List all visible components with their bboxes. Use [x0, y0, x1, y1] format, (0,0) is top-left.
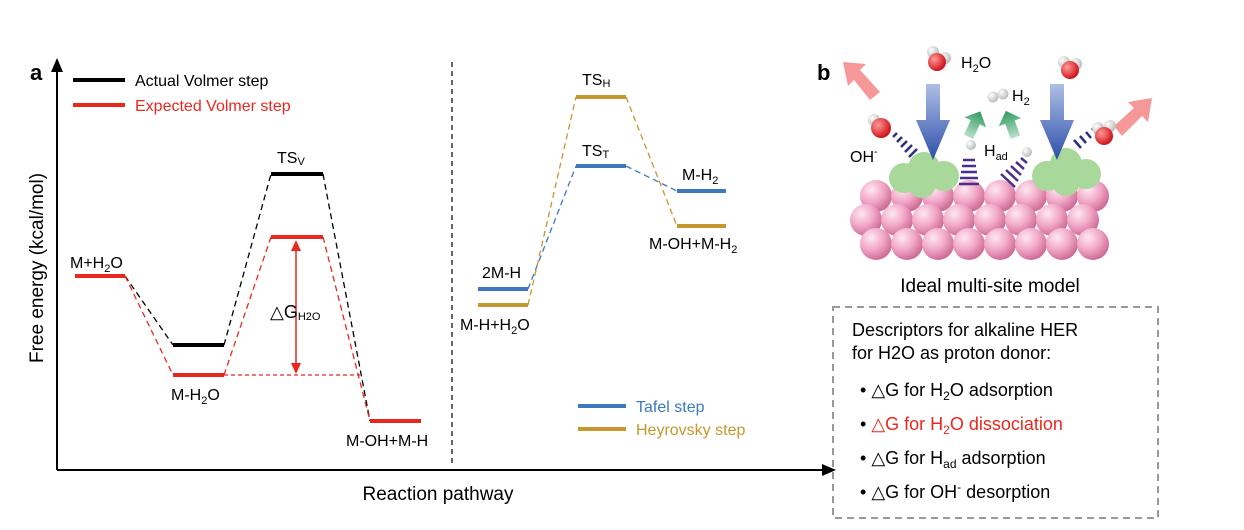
- surface-sphere: [922, 228, 954, 260]
- label-delta-g: △GH2O: [270, 302, 321, 323]
- surface-sphere: [1077, 228, 1109, 260]
- label-mh-h2o: M-H+H2O: [460, 317, 530, 337]
- descriptor-box: [832, 306, 1159, 519]
- surface-sphere: [860, 228, 892, 260]
- surface-sphere: [984, 180, 1016, 212]
- h-adsorbed-atom-right: [1022, 147, 1032, 157]
- label-start-state: M+H2O: [70, 255, 123, 275]
- connector-heyrovsky-1: [527, 96, 577, 306]
- descriptor-item-h2o-adsorption: • △G for H2O adsorption: [860, 380, 1053, 403]
- surface-sphere: [1067, 204, 1099, 236]
- descriptor-title-line-2: for H2O as proton donor:: [852, 343, 1051, 363]
- legend-tafel-label: Tafel step: [636, 399, 705, 416]
- model-caption: Ideal multi-site model: [900, 276, 1080, 297]
- x-axis-title: Reaction pathway: [362, 484, 514, 505]
- y-axis-title: Free energy (kcal/mol): [27, 173, 48, 363]
- y-axis-arrowhead: [51, 58, 63, 72]
- label-moh-mh: M-OH+M-H: [346, 433, 428, 450]
- surface-sphere: [912, 204, 944, 236]
- label-mh2: M-H2: [682, 167, 718, 187]
- label-tst: TST: [582, 143, 609, 161]
- h2o-adsorption-arrow-right: [1040, 84, 1074, 160]
- active-sites: [889, 148, 1101, 198]
- surface-sphere: [850, 204, 882, 236]
- panel-b-letter: b: [817, 60, 830, 85]
- panel-a-letter: a: [30, 60, 43, 85]
- surface-sphere: [1005, 204, 1037, 236]
- label-tsh: TSH: [582, 72, 610, 90]
- descriptor-list: • △G for H2O adsorption • △G for H2O dis…: [860, 380, 1063, 502]
- h2-release-arrow-left: [963, 111, 987, 139]
- x-axis-arrowhead: [822, 464, 836, 476]
- h2o-desorption-arrow: [1114, 98, 1152, 136]
- connector-red-2: [223, 236, 272, 376]
- connector-black-3: [322, 173, 371, 422]
- bond-h-site-left: [959, 158, 979, 186]
- legend-actual-label: Actual Volmer step: [135, 73, 269, 90]
- label-h2: H2: [1012, 88, 1030, 108]
- label-h-ad: Had: [984, 143, 1008, 163]
- surface-sphere: [1046, 228, 1078, 260]
- surface-sphere: [984, 228, 1016, 260]
- descriptor-item-had-adsorption: • △G for Had adsorption: [860, 448, 1046, 471]
- surface-sphere: [953, 228, 985, 260]
- bond-h-site-right: [1000, 157, 1028, 188]
- h2o-adsorption-arrow-left: [916, 84, 950, 160]
- surface-sphere: [953, 180, 985, 212]
- surface-sphere: [860, 180, 892, 212]
- surface-sphere: [881, 204, 913, 236]
- h2o-molecule-desorbing: [1092, 120, 1116, 145]
- legend-heyrovsky-label: Heyrovsky step: [636, 422, 745, 439]
- delta-g-arrowhead-top: [291, 240, 301, 251]
- label-moh-mh2: M-OH+M-H2: [649, 236, 737, 256]
- connector-red-3: [322, 236, 371, 422]
- label-m-h2o: M-H2O: [171, 387, 220, 407]
- connector-tafel-1: [527, 165, 577, 290]
- surface-sphere: [1036, 204, 1068, 236]
- label-h2o-top: H2O: [961, 55, 991, 75]
- h2-molecule: [987, 88, 1009, 103]
- connector-heyrovsky-2: [625, 96, 678, 227]
- active-site-left: [889, 152, 959, 198]
- h2o-molecule-top: [927, 46, 951, 71]
- h2o-molecule-right-top: [1058, 56, 1082, 79]
- surface-sphere: [974, 204, 1006, 236]
- bond-oh-site: [892, 132, 918, 158]
- label-2mh: 2M-H: [482, 265, 521, 282]
- legend-expected-label: Expected Volmer step: [135, 98, 291, 115]
- label-tsv: TSV: [277, 150, 305, 168]
- descriptor-title-line-1: Descriptors for alkaline HER: [852, 320, 1078, 340]
- surface-sphere: [891, 228, 923, 260]
- surface-sphere: [943, 204, 975, 236]
- connector-red-1: [124, 275, 174, 376]
- connector-black-1: [124, 275, 174, 346]
- oh-desorption-arrow: [843, 62, 880, 100]
- descriptor-item-h2o-dissociation: • △G for H2O dissociation: [860, 414, 1063, 437]
- oh-molecule: [868, 114, 891, 138]
- h-adsorbed-atom-left: [966, 140, 976, 150]
- catalyst-surface: [850, 180, 1109, 260]
- bond-h2o-site-right: [1073, 127, 1097, 149]
- connector-tafel-2: [625, 165, 678, 192]
- h2-release-arrow-right: [998, 110, 1022, 139]
- surface-sphere: [1015, 228, 1047, 260]
- label-oh: OH-: [850, 146, 878, 166]
- descriptor-item-oh-desorption: • △G for OH- desorption: [860, 480, 1050, 502]
- delta-g-arrowhead-bottom: [291, 363, 301, 374]
